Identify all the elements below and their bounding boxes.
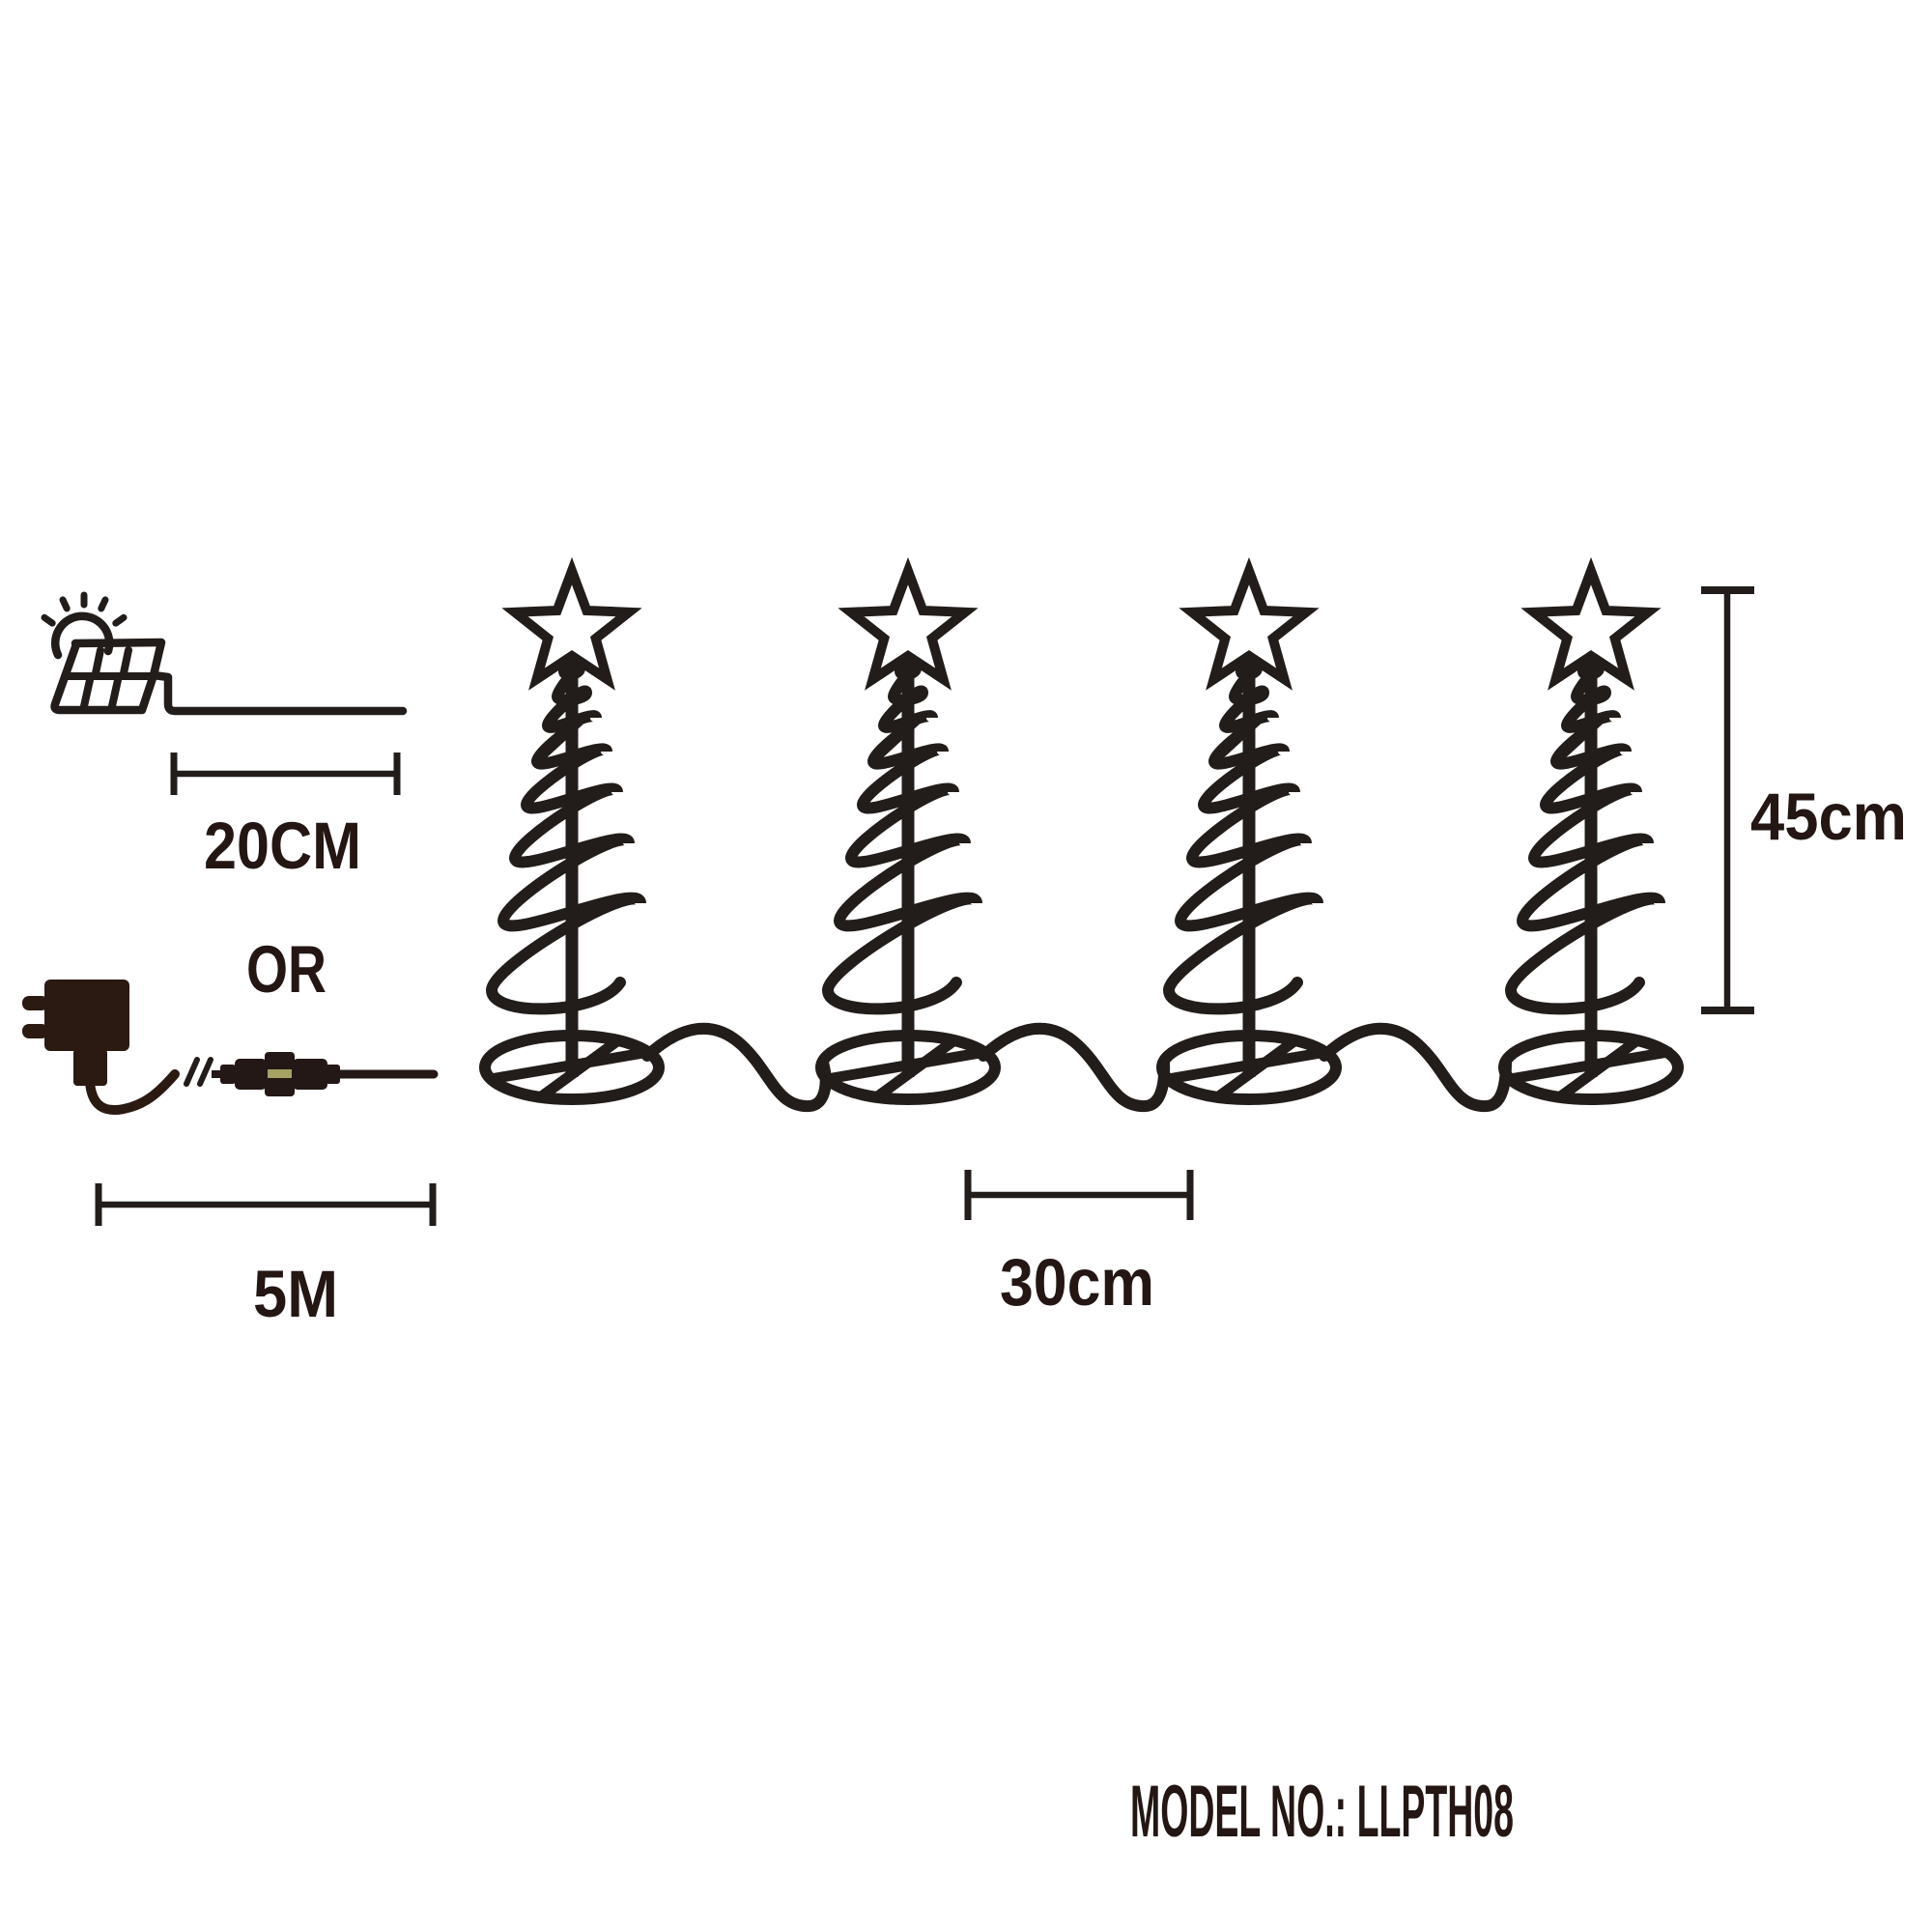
link-cable (978, 1022, 1171, 1112)
cable-connector-icon (212, 1052, 439, 1096)
mains-cable-length-label: 5M (253, 1257, 338, 1331)
model-number: MODEL NO.: LLPTH08 (1130, 1771, 1514, 1853)
uk-plug-icon (22, 980, 129, 1086)
connector-stripe (268, 1069, 292, 1078)
dimension-45cm (1701, 586, 1754, 1014)
spiral-tree-3 (1162, 571, 1336, 1099)
dimension-20cm (170, 753, 401, 795)
dimension-5m (95, 1183, 437, 1226)
tree-link-cables (641, 1022, 1512, 1112)
sun-icon (41, 591, 128, 660)
link-cable (1319, 1022, 1512, 1112)
or-label: OR (246, 932, 327, 1007)
solar-panel-icon (41, 591, 408, 716)
spiral-tree-1 (485, 571, 659, 1099)
solar-cable-length-label: 20CM (204, 809, 361, 883)
link-cable (641, 1022, 832, 1112)
spiral-tree-4 (1504, 571, 1678, 1099)
tree-spacing-label: 30cm (1000, 1245, 1154, 1320)
dimension-30cm (964, 1170, 1194, 1220)
cable-break-icon (184, 1057, 213, 1087)
spiral-tree-2 (821, 571, 995, 1099)
tree-height-label: 45cm (1750, 780, 1907, 854)
solar-panel (50, 638, 408, 716)
plug-cable (85, 1069, 180, 1115)
